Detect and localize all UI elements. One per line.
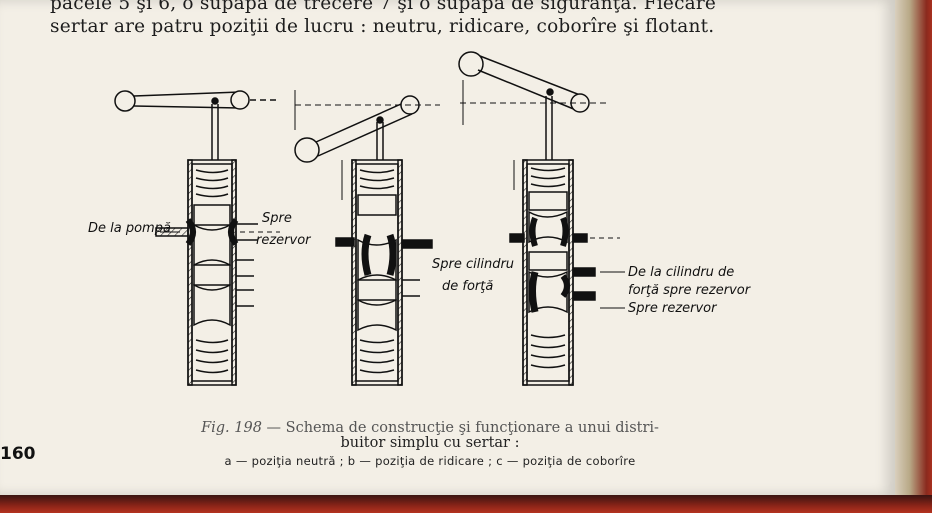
caption-line-1: — Schema de construcţie şi funcţionare a… — [261, 420, 659, 436]
label-from-cylinder: De la cilindru de — [628, 265, 734, 280]
label-to-reservoir-a2: rezervor — [256, 233, 312, 248]
valve-a — [114, 90, 280, 386]
book-bottom-edge — [0, 495, 932, 513]
label-to-cylinder2: de forţă — [442, 279, 493, 294]
label-to-cylinder: Spre cilindru — [432, 257, 514, 272]
page-edge — [895, 0, 932, 513]
body-text: pacele 5 şi 6, o supapă de trecere 7 şi … — [50, 0, 810, 38]
label-from-pump: De la pompă — [88, 221, 171, 236]
body-line-2: sertar are patru poziţii de lucru : neut… — [50, 16, 715, 37]
body-line-1: pacele 5 şi 6, o supapă de trecere 7 şi … — [50, 0, 717, 14]
caption-line-2: buitor simplu cu sertar : — [340, 435, 520, 451]
label-from-cylinder2: forţă spre rezervor — [628, 283, 752, 298]
label-to-reservoir-a: Spre — [262, 211, 292, 226]
caption-line-3: a — poziţia neutră ; b — poziţia de ridi… — [224, 454, 636, 468]
page-number: 160 — [0, 444, 36, 464]
distributor-diagram: De la pompă Spre rezervor a Spre cilindr… — [88, 51, 752, 386]
valve-b — [294, 90, 440, 386]
figure-caption: Fig. 198 — Schema de construcţie şi func… — [100, 420, 760, 468]
label-to-reservoir-c: Spre rezervor — [628, 301, 718, 316]
valve-c — [458, 51, 625, 386]
figure-number: Fig. 198 — [201, 420, 262, 436]
book-page — [0, 0, 895, 495]
